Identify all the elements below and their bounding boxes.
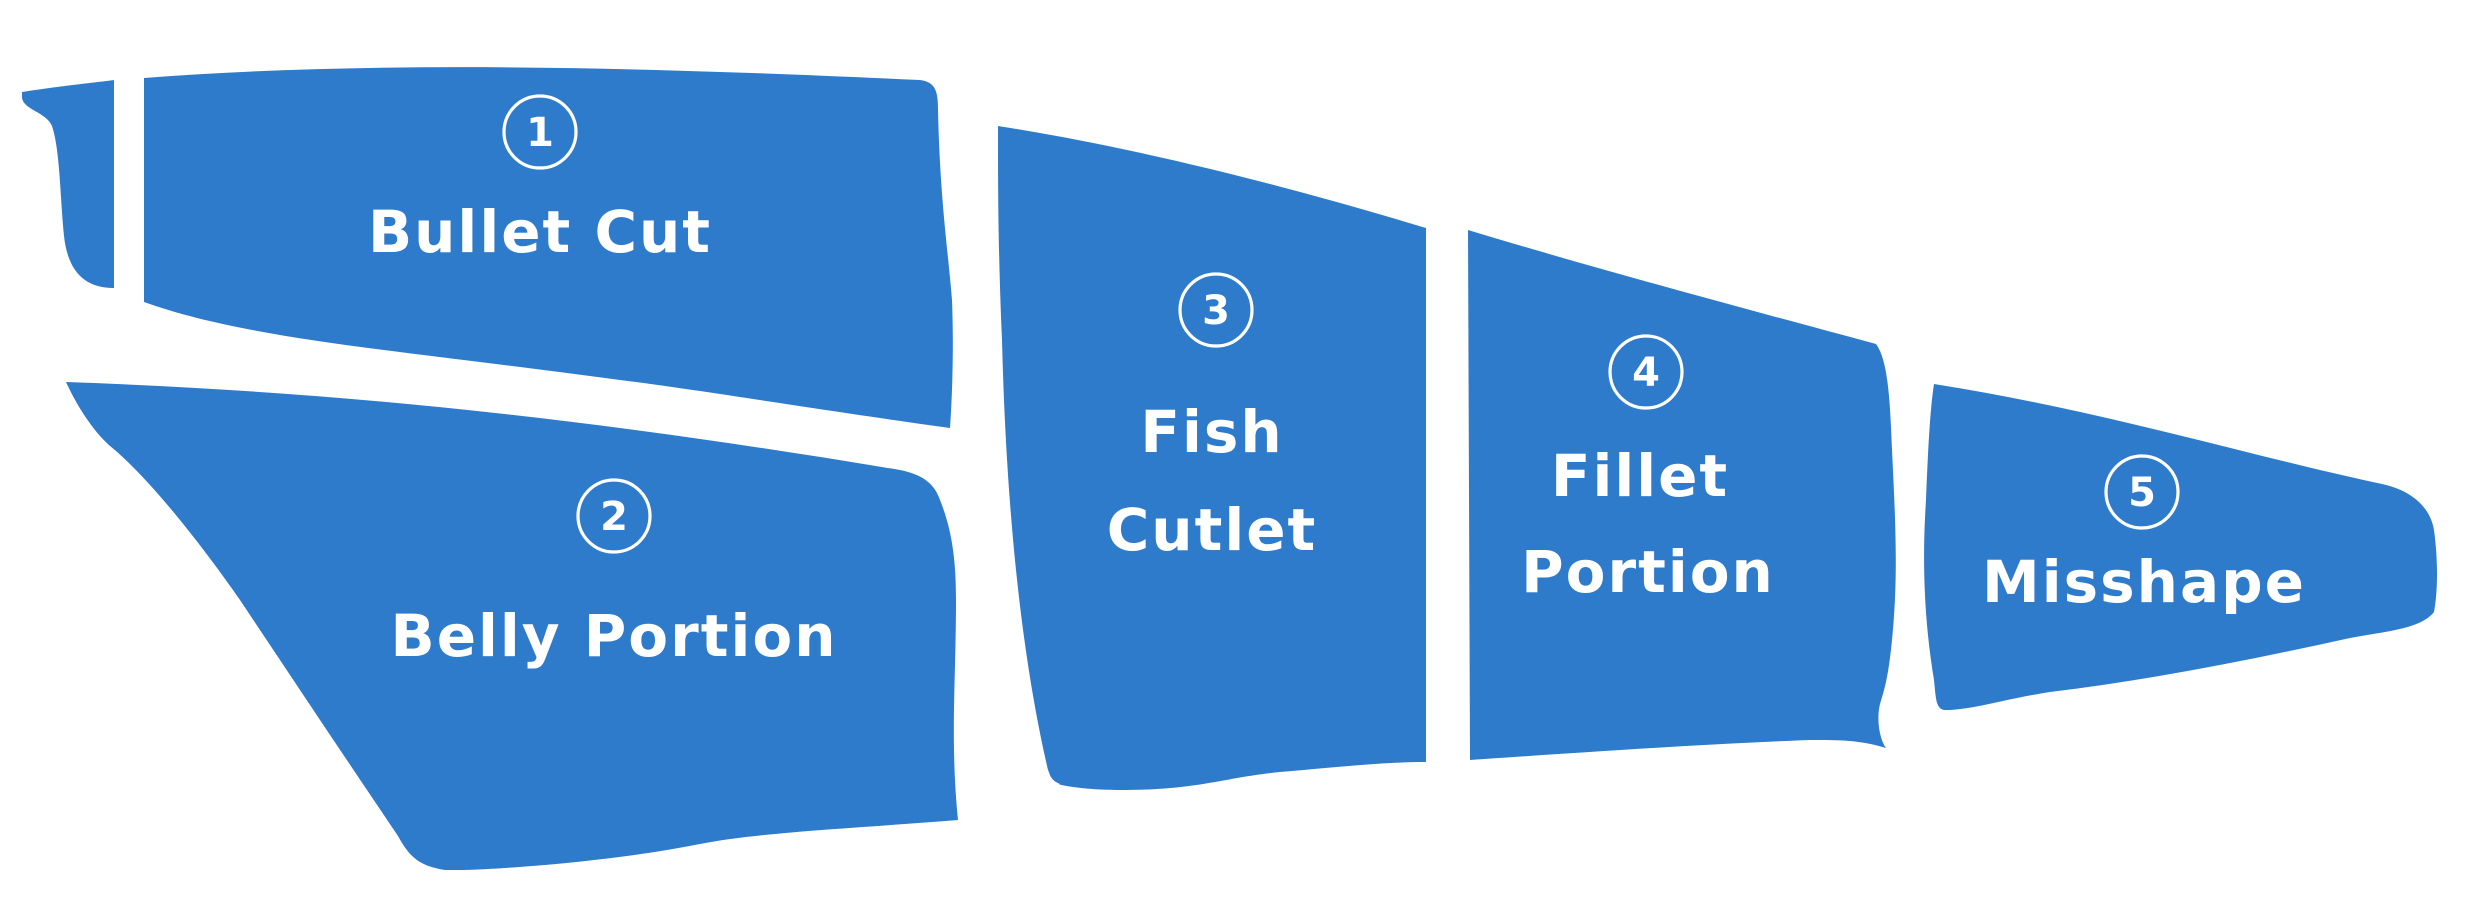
cut-misshape: 5 Misshape: [1924, 384, 2437, 710]
bullet-cut-shape: [144, 67, 953, 429]
bullet-cut-number-badge: [502, 94, 578, 170]
fillet-portion-label-line-2: Portion: [1521, 538, 1775, 606]
belly-portion-shape: [66, 382, 958, 870]
belly-portion-number-badge: [576, 478, 652, 554]
bullet-cut-label: Bullet Cut: [368, 198, 712, 266]
belly-portion-number: 2: [600, 494, 628, 540]
fish-cutlet-number-badge: [1178, 272, 1254, 348]
fillet-portion-shape: [1468, 230, 1896, 760]
misshape-label: Misshape: [1982, 548, 2306, 616]
fish-cutlet-label-line-1: Fish: [1140, 398, 1283, 466]
tail-tip-shape: [22, 80, 114, 288]
bullet-cut-number: 1: [526, 110, 554, 156]
cut-belly-portion: 2 Belly Portion: [66, 382, 958, 870]
belly-portion-label: Belly Portion: [390, 602, 837, 670]
fish-cutlet-number: 3: [1202, 288, 1230, 334]
misshape-number-badge: [2104, 454, 2180, 530]
cut-bullet-cut: 1 Bullet Cut: [144, 67, 953, 429]
fish-cutlet-shape: [998, 126, 1426, 790]
misshape-number: 5: [2128, 470, 2156, 516]
fillet-portion-number-badge: [1608, 334, 1684, 410]
cut-fish-cutlet: 3 Fish Cutlet: [998, 126, 1426, 790]
cut-fillet-portion: 4 Fillet Portion: [1468, 230, 1896, 760]
misshape-shape: [1924, 384, 2437, 710]
fish-cutlet-label-line-2: Cutlet: [1107, 496, 1318, 564]
fillet-portion-label-line-1: Fillet: [1551, 442, 1729, 510]
fillet-portion-number: 4: [1632, 350, 1660, 396]
